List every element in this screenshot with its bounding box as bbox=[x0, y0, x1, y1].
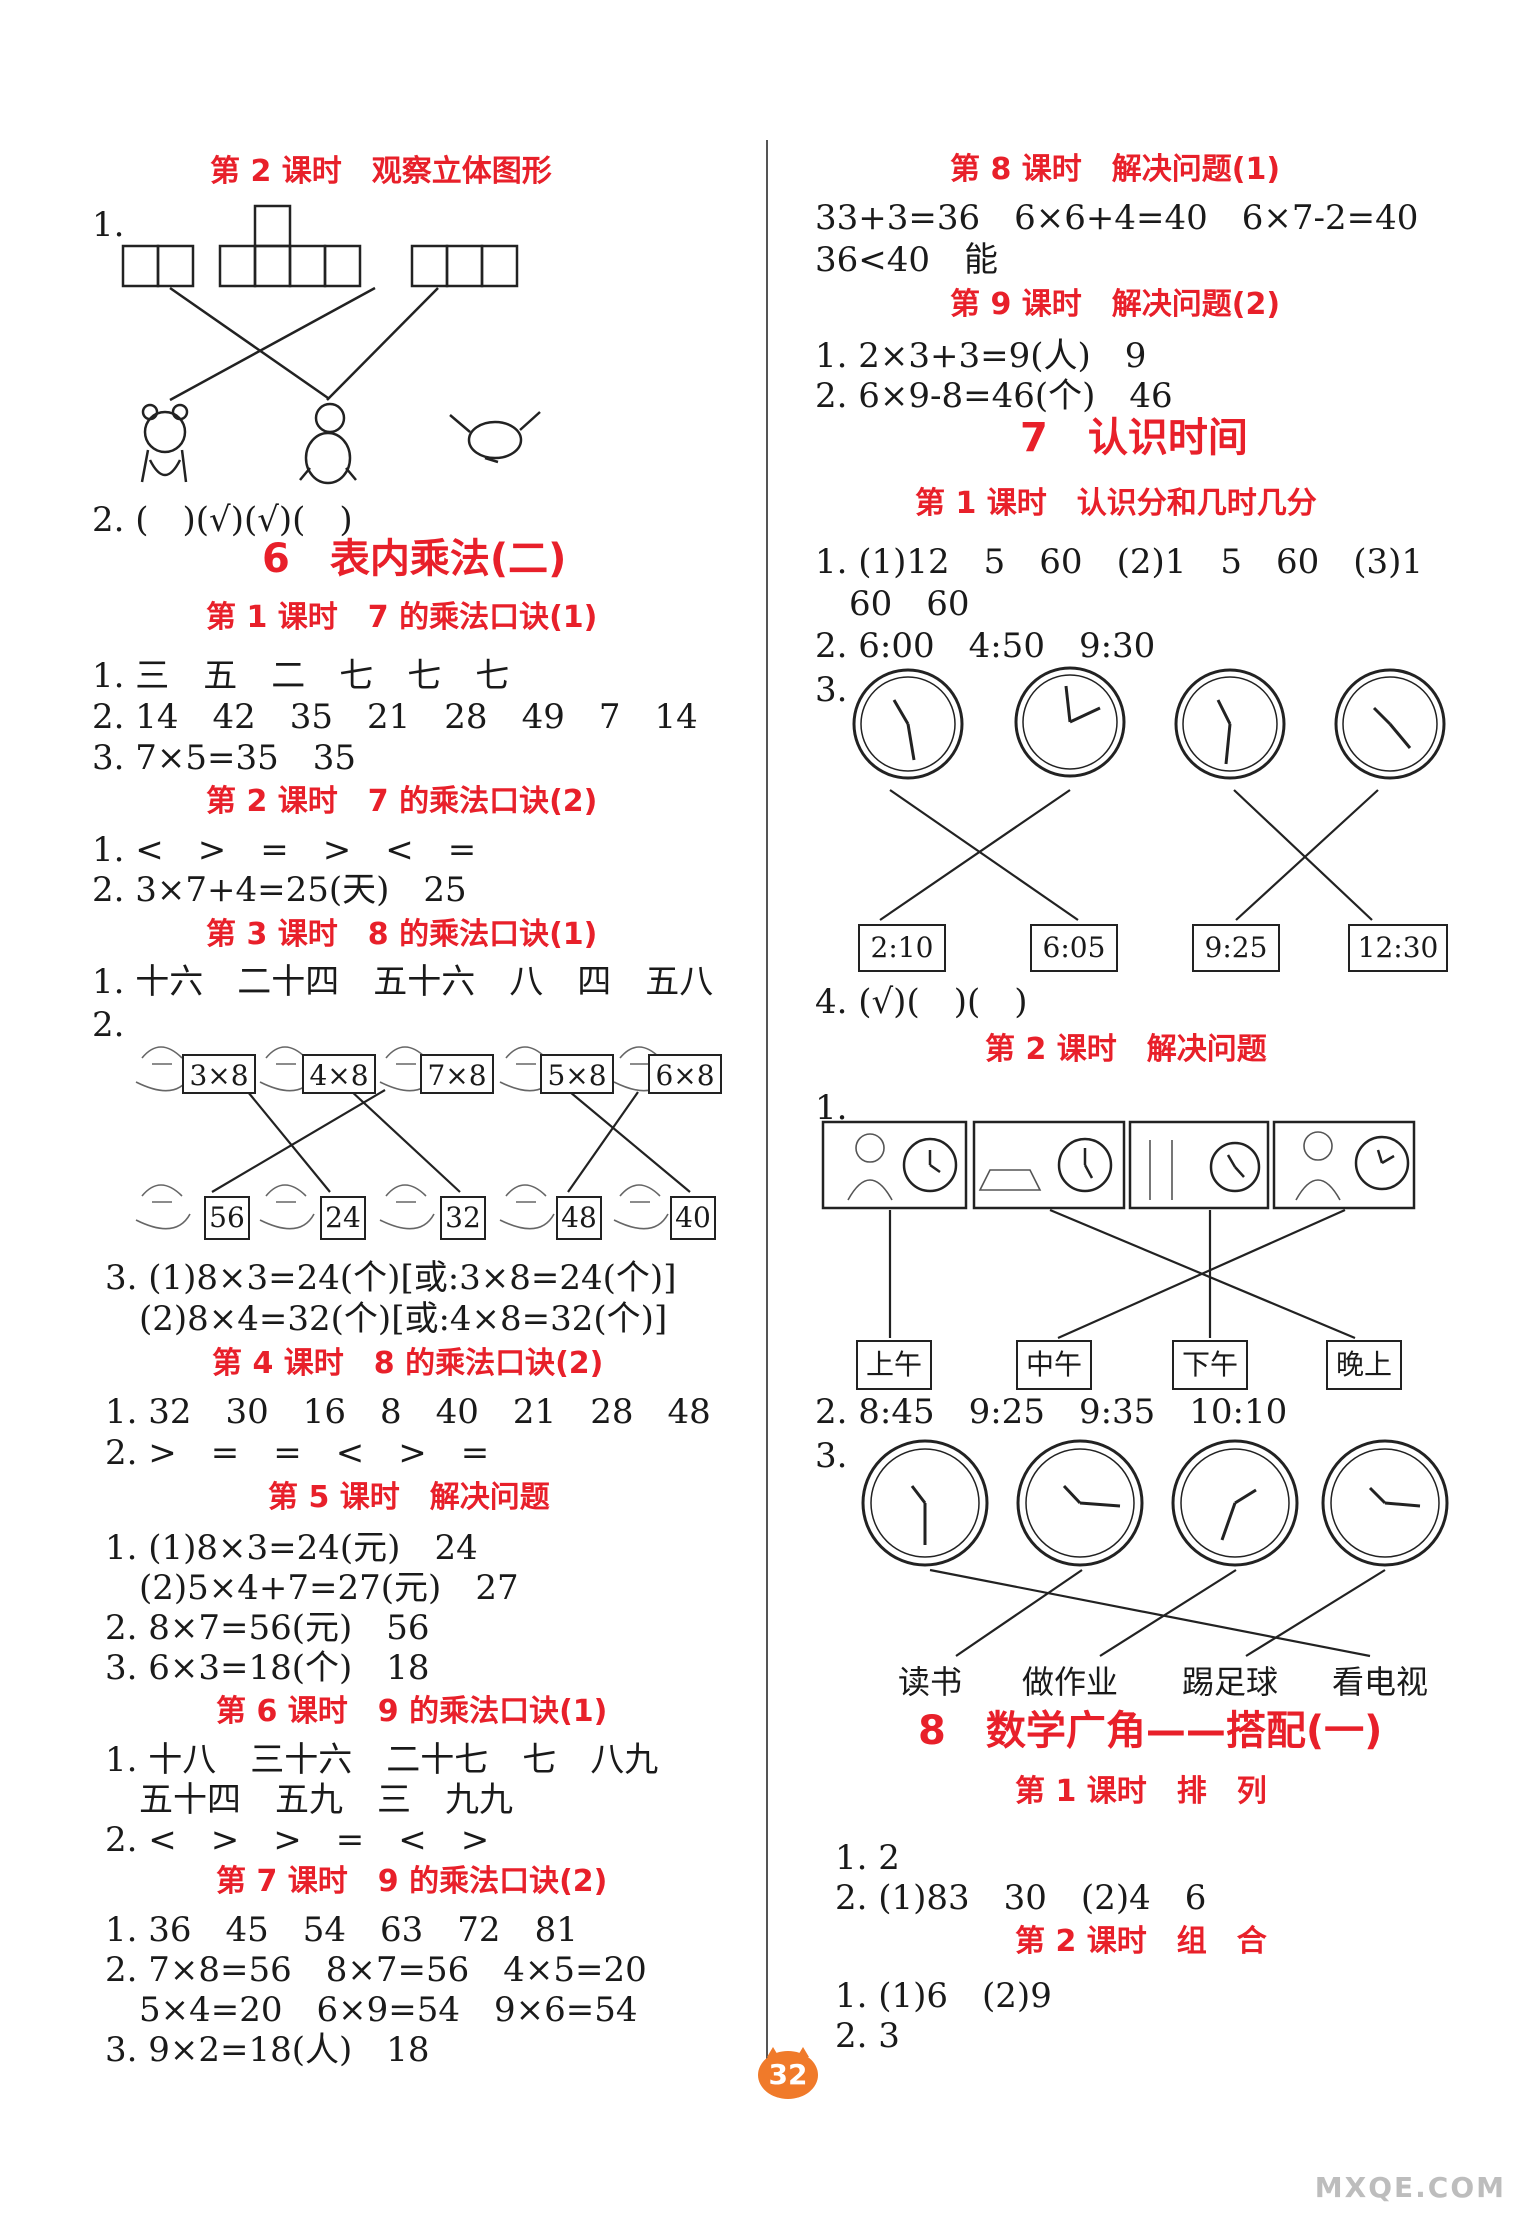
section-heading: 第 3 课时 8 的乘法口诀(1) bbox=[206, 917, 598, 952]
exercise-line: 1. (1)12 5 60 (2)1 5 60 (3)1 bbox=[815, 542, 1424, 582]
period-box: 上午 bbox=[856, 1340, 932, 1390]
period-box: 晚上 bbox=[1326, 1340, 1402, 1390]
exercise-line: (2)5×4+7=27(元) 27 bbox=[105, 1568, 519, 1608]
section-heading: 第 2 课时 观察立体图形 bbox=[210, 154, 552, 189]
exercise-line: 五十四 五九 三 九九 bbox=[105, 1780, 513, 1820]
exercise-line: 2. < > > = < > bbox=[105, 1820, 490, 1860]
exercise-line: 2. > = = < > = bbox=[105, 1433, 490, 1473]
section-heading: 第 9 课时 解决问题(2) bbox=[950, 287, 1281, 322]
factor-box: 7×8 bbox=[420, 1054, 494, 1094]
daily-activity-figure bbox=[821, 1120, 1416, 1340]
section-heading: 第 4 课时 8 的乘法口诀(2) bbox=[212, 1346, 604, 1381]
factor-box: 4×8 bbox=[302, 1054, 376, 1094]
time-box: 12:30 bbox=[1348, 924, 1448, 972]
exercise-line: (2)8×4=32(个)[或:4×8=32(个)] bbox=[105, 1299, 668, 1339]
exercise-line: 5×4=20 6×9=54 9×6=54 bbox=[105, 1990, 638, 2030]
chapter-heading: 6 表内乘法(二) bbox=[262, 536, 567, 582]
page-badge-icon bbox=[758, 2047, 818, 2099]
exercise-line: 2. (1)83 30 (2)4 6 bbox=[835, 1878, 1207, 1918]
time-box: 2:10 bbox=[858, 924, 946, 972]
section-heading: 第 1 课时 认识分和几时几分 bbox=[915, 486, 1317, 521]
exercise-line: 1. (1)8×3=24(元) 24 bbox=[105, 1528, 478, 1568]
factor-box: 5×8 bbox=[540, 1054, 614, 1094]
product-box: 32 bbox=[440, 1196, 486, 1240]
exercise-line: 2. ( )(√)(√)( ) bbox=[92, 500, 353, 540]
exercise-line: 36<40 能 bbox=[815, 240, 999, 280]
exercise-line: 33+3=36 6×6+4=40 6×7-2=40 bbox=[815, 198, 1419, 238]
product-box: 40 bbox=[670, 1196, 716, 1240]
exercise-line: 3. (1)8×3=24(个)[或:3×8=24(个)] bbox=[105, 1258, 677, 1298]
exercise-line: 1. bbox=[92, 205, 125, 245]
activity-label: 读书 bbox=[898, 1663, 963, 1701]
exercise-line: 1. 36 45 54 63 72 81 bbox=[105, 1910, 578, 1950]
column-divider bbox=[766, 140, 768, 2070]
watermark-text: MXQE.COM bbox=[1314, 2171, 1506, 2204]
chapter-heading: 8 数学广角——搭配(一) bbox=[918, 1708, 1383, 1754]
activity-label: 踢足球 bbox=[1182, 1663, 1279, 1701]
factor-box: 3×8 bbox=[182, 1054, 256, 1094]
product-box: 56 bbox=[204, 1196, 250, 1240]
product-box: 48 bbox=[556, 1196, 602, 1240]
exercise-line: 3. bbox=[815, 670, 848, 710]
exercise-line: 1. 2×3+3=9(人) 9 bbox=[815, 336, 1147, 376]
section-heading: 第 2 课时 7 的乘法口诀(2) bbox=[206, 784, 598, 819]
section-heading: 第 5 课时 解决问题 bbox=[268, 1480, 550, 1515]
section-heading: 第 2 课时 组 合 bbox=[1015, 1924, 1267, 1959]
exercise-line: 3. bbox=[815, 1436, 848, 1476]
exercise-line: 1. 2 bbox=[835, 1838, 900, 1878]
exercise-line: 2. 3 bbox=[835, 2016, 900, 2056]
period-box: 中午 bbox=[1016, 1340, 1092, 1390]
time-box: 6:05 bbox=[1030, 924, 1118, 972]
period-box: 下午 bbox=[1172, 1340, 1248, 1390]
section-heading: 第 1 课时 排 列 bbox=[1015, 1774, 1267, 1809]
exercise-line: 2. 8:45 9:25 9:35 10:10 bbox=[815, 1392, 1288, 1432]
exercise-line: 1. 32 30 16 8 40 21 28 48 bbox=[105, 1392, 711, 1432]
exercise-line: 2. 7×8=56 8×7=56 4×5=20 bbox=[105, 1950, 647, 1990]
chapter-heading: 7 认识时间 bbox=[1020, 415, 1248, 461]
exercise-line: 2. 3×7+4=25(天) 25 bbox=[92, 870, 467, 910]
views-figure bbox=[121, 204, 541, 485]
exercise-line: 3. 7×5=35 35 bbox=[92, 738, 357, 778]
section-heading: 第 2 课时 解决问题 bbox=[985, 1032, 1267, 1067]
exercise-line: 2. 8×7=56(元) 56 bbox=[105, 1608, 430, 1648]
factor-box: 6×8 bbox=[648, 1054, 722, 1094]
exercise-line: 3. 6×3=18(个) 18 bbox=[105, 1648, 430, 1688]
section-heading: 第 6 课时 9 的乘法口诀(1) bbox=[216, 1694, 608, 1729]
exercise-line: 1. 十八 三十六 二十七 七 八九 bbox=[105, 1740, 659, 1780]
exercise-line: 2. 6×9-8=46(个) 46 bbox=[815, 376, 1173, 416]
exercise-line: 1. (1)6 (2)9 bbox=[835, 1976, 1052, 2016]
watermark-logo: MXQE.COM bbox=[1246, 2114, 1506, 2204]
clock-figure-1 bbox=[852, 666, 1446, 921]
section-heading: 第 1 课时 7 的乘法口诀(1) bbox=[206, 600, 598, 635]
activity-label: 做作业 bbox=[1022, 1663, 1119, 1701]
product-box: 24 bbox=[320, 1196, 366, 1240]
exercise-line: 2. 14 42 35 21 28 49 7 14 bbox=[92, 697, 698, 737]
exercise-line: 1. 十六 二十四 五十六 八 四 五八 bbox=[92, 962, 714, 1002]
exercise-line: 4. (√)( )( ) bbox=[815, 982, 1028, 1022]
exercise-line: 1. 三 五 二 七 七 七 bbox=[92, 656, 510, 696]
exercise-line: 3. 9×2=18(人) 18 bbox=[105, 2030, 430, 2070]
page-number-badge: 32 bbox=[755, 2045, 821, 2101]
section-heading: 第 8 课时 解决问题(1) bbox=[950, 152, 1281, 187]
exercise-line: 60 60 bbox=[815, 584, 970, 624]
exercise-line: 1. < > = > < = bbox=[92, 830, 477, 870]
activity-label: 看电视 bbox=[1332, 1663, 1429, 1701]
clock-figure-2 bbox=[861, 1439, 1449, 1658]
section-heading: 第 7 课时 9 的乘法口诀(2) bbox=[216, 1864, 608, 1899]
exercise-line: 2. 6:00 4:50 9:30 bbox=[815, 626, 1156, 666]
page-number: 32 bbox=[768, 2058, 808, 2091]
time-box: 9:25 bbox=[1192, 924, 1280, 972]
exercise-line: 2. bbox=[92, 1005, 125, 1045]
